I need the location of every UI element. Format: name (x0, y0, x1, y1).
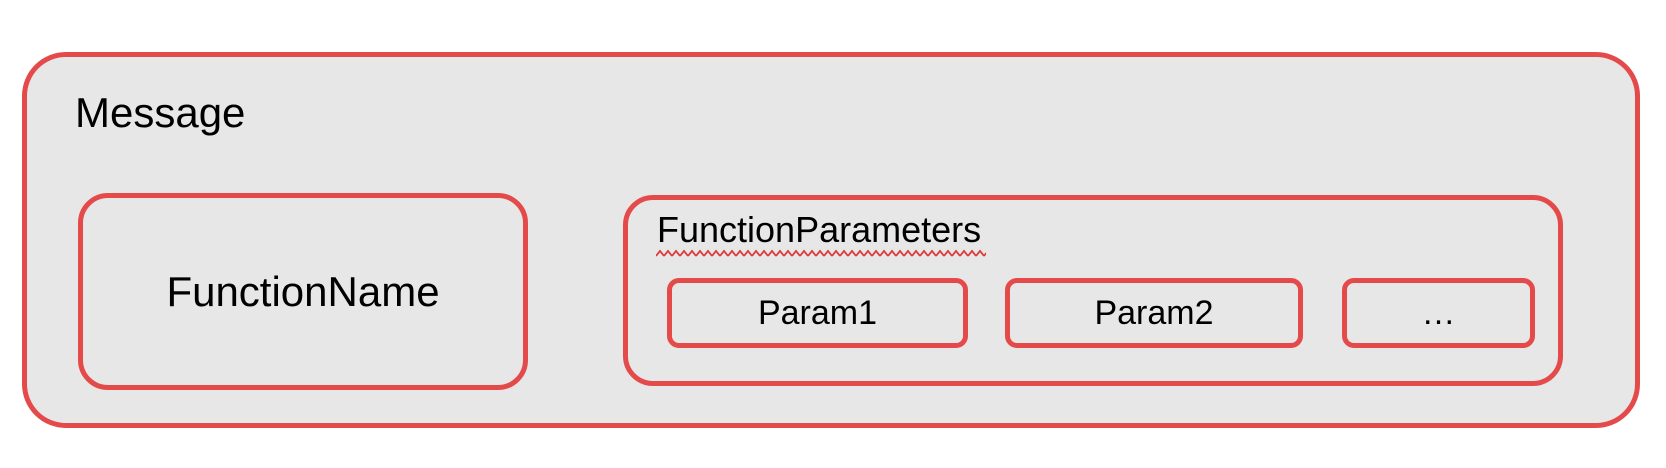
param-2-label: Param2 (1094, 293, 1214, 332)
function-name-label: FunctionName (166, 267, 440, 315)
param-1-label: Param1 (757, 293, 878, 332)
param-box-1: Param1 (667, 278, 968, 348)
param-box-ellipsis: … (1342, 278, 1535, 348)
function-name-box: FunctionName (78, 193, 528, 390)
function-parameters-label: FunctionParameters (657, 209, 982, 250)
param-ellipsis-label: … (1421, 293, 1456, 332)
spellcheck-squiggle-underline (656, 249, 986, 258)
param-box-2: Param2 (1005, 278, 1303, 348)
message-label: Message (75, 89, 246, 136)
